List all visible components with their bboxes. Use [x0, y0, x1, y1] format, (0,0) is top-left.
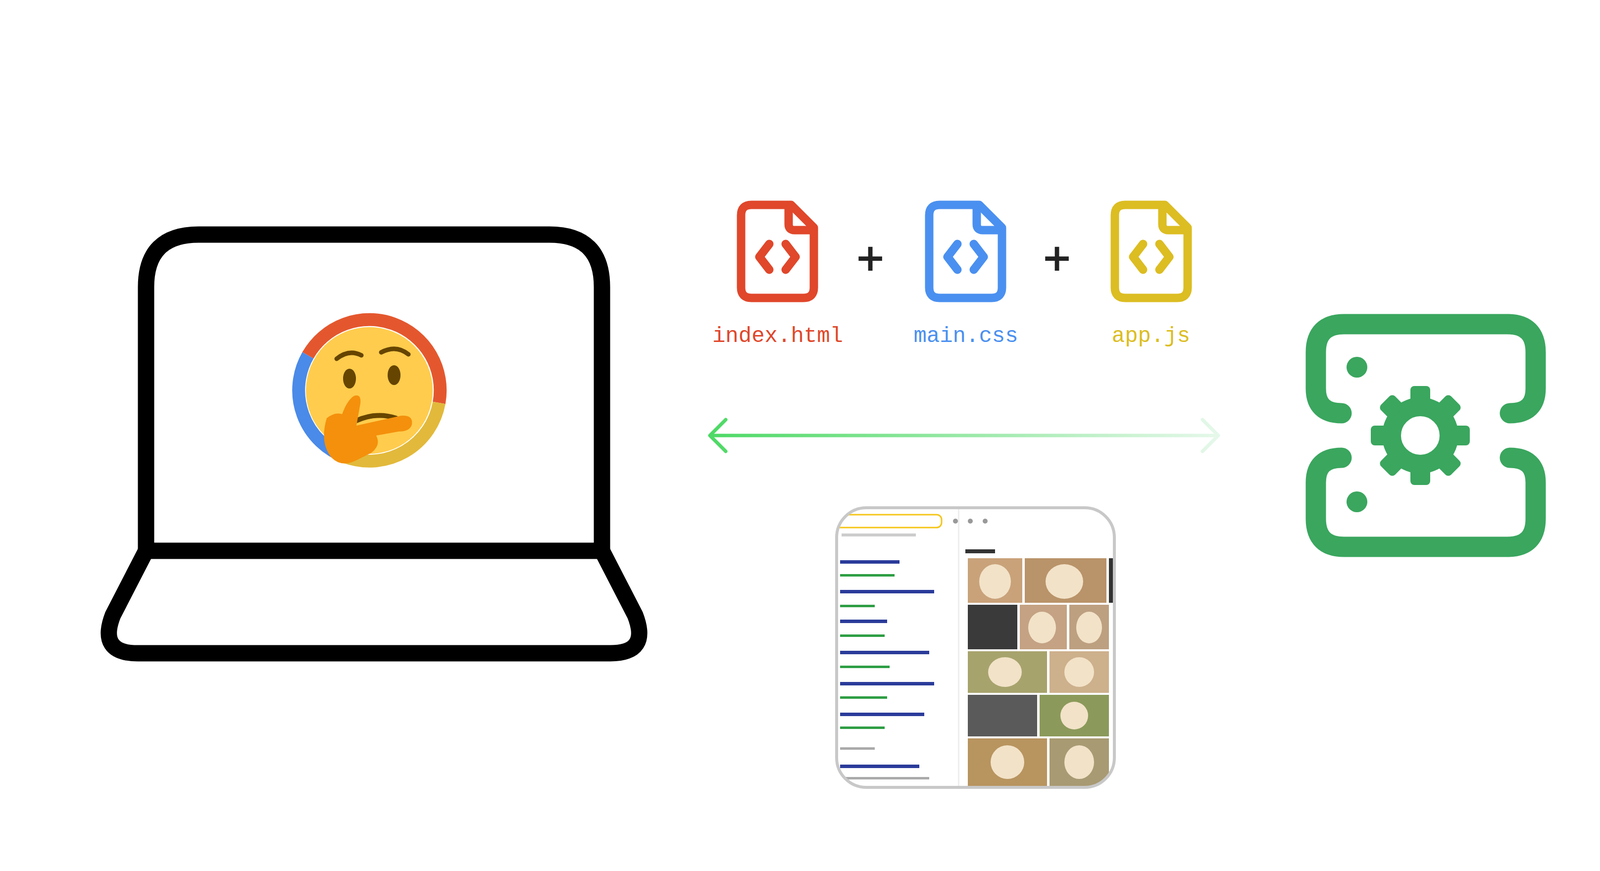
browser-emoji [295, 316, 444, 465]
laptop [108, 234, 640, 654]
server-gear [1346, 356, 1491, 513]
file-outline [736, 200, 819, 303]
plus-sign: + [854, 238, 887, 278]
file-outline [1110, 200, 1193, 303]
file-name: app.js [1107, 323, 1195, 350]
plus-sign: + [1041, 238, 1073, 278]
file-icon: app.js [1107, 200, 1195, 350]
file-icon: main.css [909, 200, 1022, 350]
server-icon [1315, 324, 1536, 548]
request-response-arrow [709, 419, 1219, 452]
file-name: index.html [708, 323, 848, 350]
file-outline [924, 200, 1007, 303]
file-icon: index.html [708, 200, 848, 350]
file-name: main.css [909, 323, 1022, 350]
search-results-screenshot [831, 507, 1119, 789]
